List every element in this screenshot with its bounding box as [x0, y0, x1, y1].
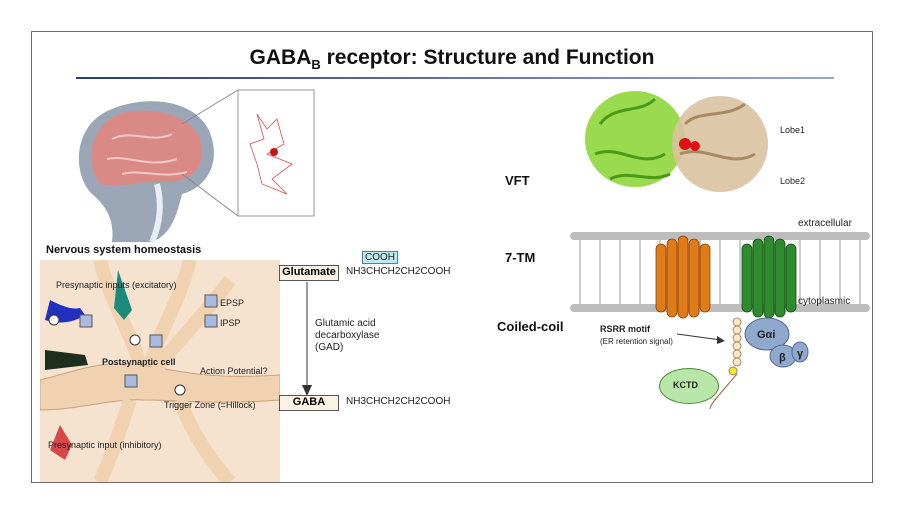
coiled-label: Coiled-coil — [497, 319, 564, 334]
label-presyn-inh: Presynaptic input (inhibitory) — [48, 440, 162, 450]
neuron-diagram — [40, 260, 280, 482]
extracellular-label: extracellular — [798, 218, 852, 229]
label-trigger: Trigger Zone (=Hillock) — [164, 400, 256, 410]
cytoplasmic-label: cytoplasmic — [798, 296, 851, 307]
gamma-label: γ — [797, 348, 804, 360]
kctd-label: KCTD — [673, 380, 698, 390]
brain-image — [52, 84, 315, 244]
enzyme-1: Glutamic acid — [315, 318, 376, 329]
reaction-arrow — [302, 282, 312, 396]
gaba-formula: NH3CHCH2CH2COOH — [346, 396, 451, 407]
lobe2-label: Lobe2 — [780, 176, 806, 186]
label-postsyn: Postsynaptic cell — [102, 357, 176, 367]
glutamate-box: Glutamate — [279, 265, 339, 281]
galpha-label: Gαi — [757, 329, 776, 341]
cooh-box: COOH — [362, 251, 398, 264]
slide-title: GABAB receptor: Structure and Function — [249, 46, 655, 73]
rsrr-arrow — [677, 333, 725, 344]
er-label: (ER retention signal) — [600, 337, 673, 346]
tm-label: 7-TM — [505, 250, 536, 265]
nervous-heading: Nervous system homeostasis — [46, 244, 202, 256]
beta-label: β — [779, 352, 786, 364]
label-action: Action Potential? — [200, 366, 268, 376]
lobe1-label: Lobe1 — [780, 125, 806, 135]
enzyme-2: decarboxylase — [315, 330, 380, 341]
glutamate-formula: NH3CHCH2CH2COOH — [346, 266, 451, 277]
enzyme-3: (GAD) — [315, 342, 344, 353]
label-presyn-exc: Presynaptic inputs (excitatory) — [56, 280, 177, 290]
vft-label: VFT — [505, 173, 530, 188]
label-ipsp: IPSP — [220, 318, 241, 328]
kctd-ellipse — [659, 368, 719, 404]
gaba-box: GABA — [279, 395, 339, 411]
title-rule — [76, 77, 834, 79]
label-epsp: EPSP — [220, 298, 245, 308]
receptor-diagram — [570, 91, 870, 410]
rsrr-label: RSRR motif — [600, 324, 650, 334]
slide: GABAB receptor: Structure and Function N… — [31, 31, 873, 483]
